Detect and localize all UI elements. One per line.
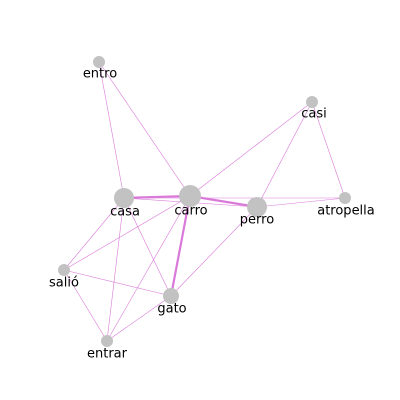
node-casa: [114, 188, 134, 208]
edge-carro-salio: [63, 195, 191, 271]
node-label-gato: gato: [157, 302, 186, 317]
node-entrar: [101, 335, 113, 347]
edge-perro-gato: [170, 206, 258, 297]
node-gato: [163, 288, 179, 304]
edge-carro-gato: [169, 194, 192, 298]
edge-casi-atropella: [311, 101, 346, 199]
edge-perro-atropella: [256, 197, 346, 208]
nodes-layer: [58, 56, 351, 347]
edge-casi-perro: [256, 101, 313, 208]
edge-gato-entrar: [106, 295, 172, 342]
labels-layer: entro casi casa carro perro atropella salió gat…: [49, 67, 375, 362]
node-salio: [58, 264, 70, 276]
node-label-carro: carro: [174, 204, 207, 219]
edge-carro-entrar: [106, 195, 191, 342]
edge-casa-carro: [122, 194, 192, 200]
node-carro: [179, 185, 201, 207]
node-label-atropella: atropella: [317, 204, 375, 219]
edge-casa-entrar: [106, 197, 125, 342]
edge-carro-perro: [188, 194, 259, 209]
edge-entro-casa: [98, 61, 125, 199]
node-label-salio: salió: [49, 276, 79, 291]
edge-entro-carro: [98, 61, 191, 197]
node-perro: [247, 197, 267, 217]
node-atropella: [339, 192, 351, 204]
edge-casa-salio: [63, 197, 125, 271]
edge-casi-carro: [189, 101, 313, 197]
node-label-casa: casa: [110, 205, 140, 220]
node-entro: [93, 56, 105, 68]
node-label-perro: perro: [240, 213, 274, 228]
node-label-entro: entro: [83, 67, 117, 82]
edges-layer: [63, 61, 346, 342]
node-label-entrar: entrar: [87, 347, 128, 362]
edge-salio-entrar: [63, 269, 108, 342]
node-casi: [306, 96, 318, 108]
node-label-casi: casi: [301, 107, 327, 122]
edge-salio-gato: [63, 269, 172, 297]
edge-casa-gato: [123, 197, 172, 297]
